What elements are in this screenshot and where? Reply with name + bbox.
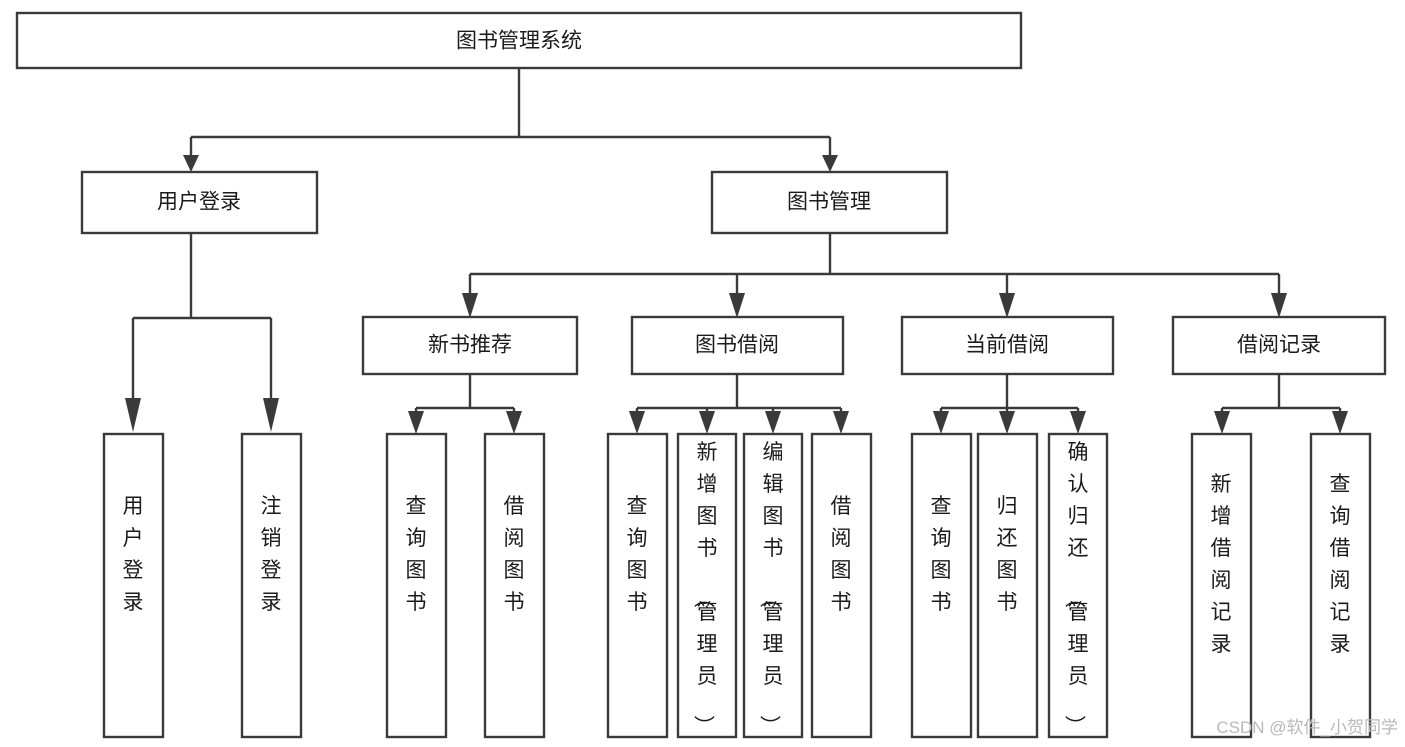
leaf-newbook-borrow-books[interactable]: 借阅图书 xyxy=(483,432,546,739)
leaf-records-query-record-label: 查询借阅记录 xyxy=(1330,473,1351,656)
leaf-newbook-borrow-books-box xyxy=(483,432,546,739)
leaf-borrow-query-books-box xyxy=(606,432,669,739)
leaf-user-login-label: 用户登录 xyxy=(123,495,144,614)
leaf-user-login-box xyxy=(102,432,165,739)
node-current-borrow-box xyxy=(900,315,1115,376)
arrowhead-bookmgmt-current xyxy=(999,293,1015,318)
arrowhead-bookmgmt-records xyxy=(1271,293,1287,318)
leaf-borrow-add-book-admin[interactable]: 新增图书（管理员） xyxy=(676,432,738,739)
leaf-borrow-borrow-books-box xyxy=(810,432,873,739)
leaf-user-login[interactable]: 用户登录 xyxy=(102,432,165,739)
arrowhead-bookmgmt-borrow xyxy=(729,293,745,318)
node-borrow-records-label: 借阅记录 xyxy=(1237,334,1321,357)
leaf-records-query-record-box xyxy=(1309,432,1372,739)
leaf-newbook-query-books-label: 查询图书 xyxy=(406,495,427,614)
node-root-box xyxy=(15,11,1023,70)
leaf-current-query-books-label: 查询图书 xyxy=(931,495,952,614)
leaf-current-return-books[interactable]: 归还图书 xyxy=(976,432,1039,739)
leaf-logout[interactable]: 注销登录 xyxy=(240,432,303,739)
node-root-label: 图书管理系统 xyxy=(456,30,582,53)
arrowhead-borrow-leaf-3 xyxy=(765,411,781,434)
node-book-management[interactable]: 图书管理 xyxy=(710,170,949,235)
arrowhead-records-leaf-2 xyxy=(1332,411,1348,434)
node-user-login[interactable]: 用户登录 xyxy=(80,170,319,235)
leaf-borrow-edit-book-admin-label: 编辑图书（管理员） xyxy=(758,441,784,736)
leaf-current-return-books-label: 归还图书 xyxy=(997,495,1018,614)
arrowhead-root-to-bookmgmt xyxy=(822,155,838,172)
leaf-borrow-add-book-admin-label: 新增图书（管理员） xyxy=(692,441,718,736)
node-book-management-box xyxy=(710,170,949,235)
leaf-records-add-record[interactable]: 新增借阅记录 xyxy=(1190,432,1253,739)
arrowhead-root-to-login xyxy=(183,155,199,172)
arrowhead-newbook-leaf-1 xyxy=(408,411,424,434)
leaf-current-return-books-box xyxy=(976,432,1039,739)
leaf-current-confirm-return-admin-label: 确认归还（管理员） xyxy=(1063,441,1089,736)
arrowhead-login-leaf-1 xyxy=(125,398,141,432)
arrowhead-current-leaf-3 xyxy=(1070,411,1086,434)
arrowhead-newbook-leaf-2 xyxy=(506,411,522,434)
arrowhead-borrow-leaf-1 xyxy=(629,411,645,434)
leaf-current-confirm-return-admin-box xyxy=(1047,432,1109,739)
connector-layer xyxy=(125,68,1348,434)
leaf-current-query-books-box xyxy=(910,432,973,739)
leaf-current-query-books[interactable]: 查询图书 xyxy=(910,432,973,739)
node-new-book-recommend-label: 新书推荐 xyxy=(428,334,512,357)
node-book-management-label: 图书管理 xyxy=(787,191,871,214)
leaf-current-confirm-return-admin[interactable]: 确认归还（管理员） xyxy=(1047,432,1109,739)
arrowhead-borrow-leaf-4 xyxy=(833,411,849,434)
leaf-borrow-query-books[interactable]: 查询图书 xyxy=(606,432,669,739)
node-book-borrow-label: 图书借阅 xyxy=(695,334,779,357)
node-user-login-box xyxy=(80,170,319,235)
node-root-book-management-system[interactable]: 图书管理系统 xyxy=(15,11,1023,70)
leaf-borrow-add-book-admin-box xyxy=(676,432,738,739)
leaf-records-query-record[interactable]: 查询借阅记录 xyxy=(1309,432,1372,739)
leaf-borrow-edit-book-admin[interactable]: 编辑图书（管理员） xyxy=(742,432,804,739)
leaf-borrow-borrow-books-label: 借阅图书 xyxy=(831,495,852,614)
node-new-book-recommend-box xyxy=(361,315,579,376)
csdn-watermark: CSDN @软件_小贺同学 xyxy=(1216,718,1398,737)
leaf-logout-box xyxy=(240,432,303,739)
node-borrow-records-box xyxy=(1171,315,1387,376)
node-current-borrow-label: 当前借阅 xyxy=(965,334,1049,357)
node-new-book-recommend[interactable]: 新书推荐 xyxy=(361,315,579,376)
leaf-records-add-record-label: 新增借阅记录 xyxy=(1211,473,1232,656)
arrowhead-records-leaf-1 xyxy=(1214,411,1230,434)
leaf-newbook-borrow-books-label: 借阅图书 xyxy=(504,495,525,614)
arrowhead-login-leaf-2 xyxy=(263,398,279,432)
node-book-borrow[interactable]: 图书借阅 xyxy=(630,315,845,376)
leaf-newbook-query-books-box xyxy=(385,432,448,739)
arrowhead-current-leaf-1 xyxy=(933,411,949,434)
leaf-logout-label: 注销登录 xyxy=(261,495,282,614)
node-user-login-label: 用户登录 xyxy=(157,191,241,214)
node-borrow-records[interactable]: 借阅记录 xyxy=(1171,315,1387,376)
arrowhead-bookmgmt-newbook xyxy=(462,293,478,318)
arrowhead-borrow-leaf-2 xyxy=(699,411,715,434)
node-current-borrow[interactable]: 当前借阅 xyxy=(900,315,1115,376)
leaf-borrow-borrow-books[interactable]: 借阅图书 xyxy=(810,432,873,739)
arrowhead-current-leaf-2 xyxy=(999,411,1015,434)
leaf-borrow-query-books-label: 查询图书 xyxy=(627,495,648,614)
leaf-records-add-record-box xyxy=(1190,432,1253,739)
leaf-newbook-query-books[interactable]: 查询图书 xyxy=(385,432,448,739)
leaf-borrow-edit-book-admin-box xyxy=(742,432,804,739)
node-book-borrow-box xyxy=(630,315,845,376)
